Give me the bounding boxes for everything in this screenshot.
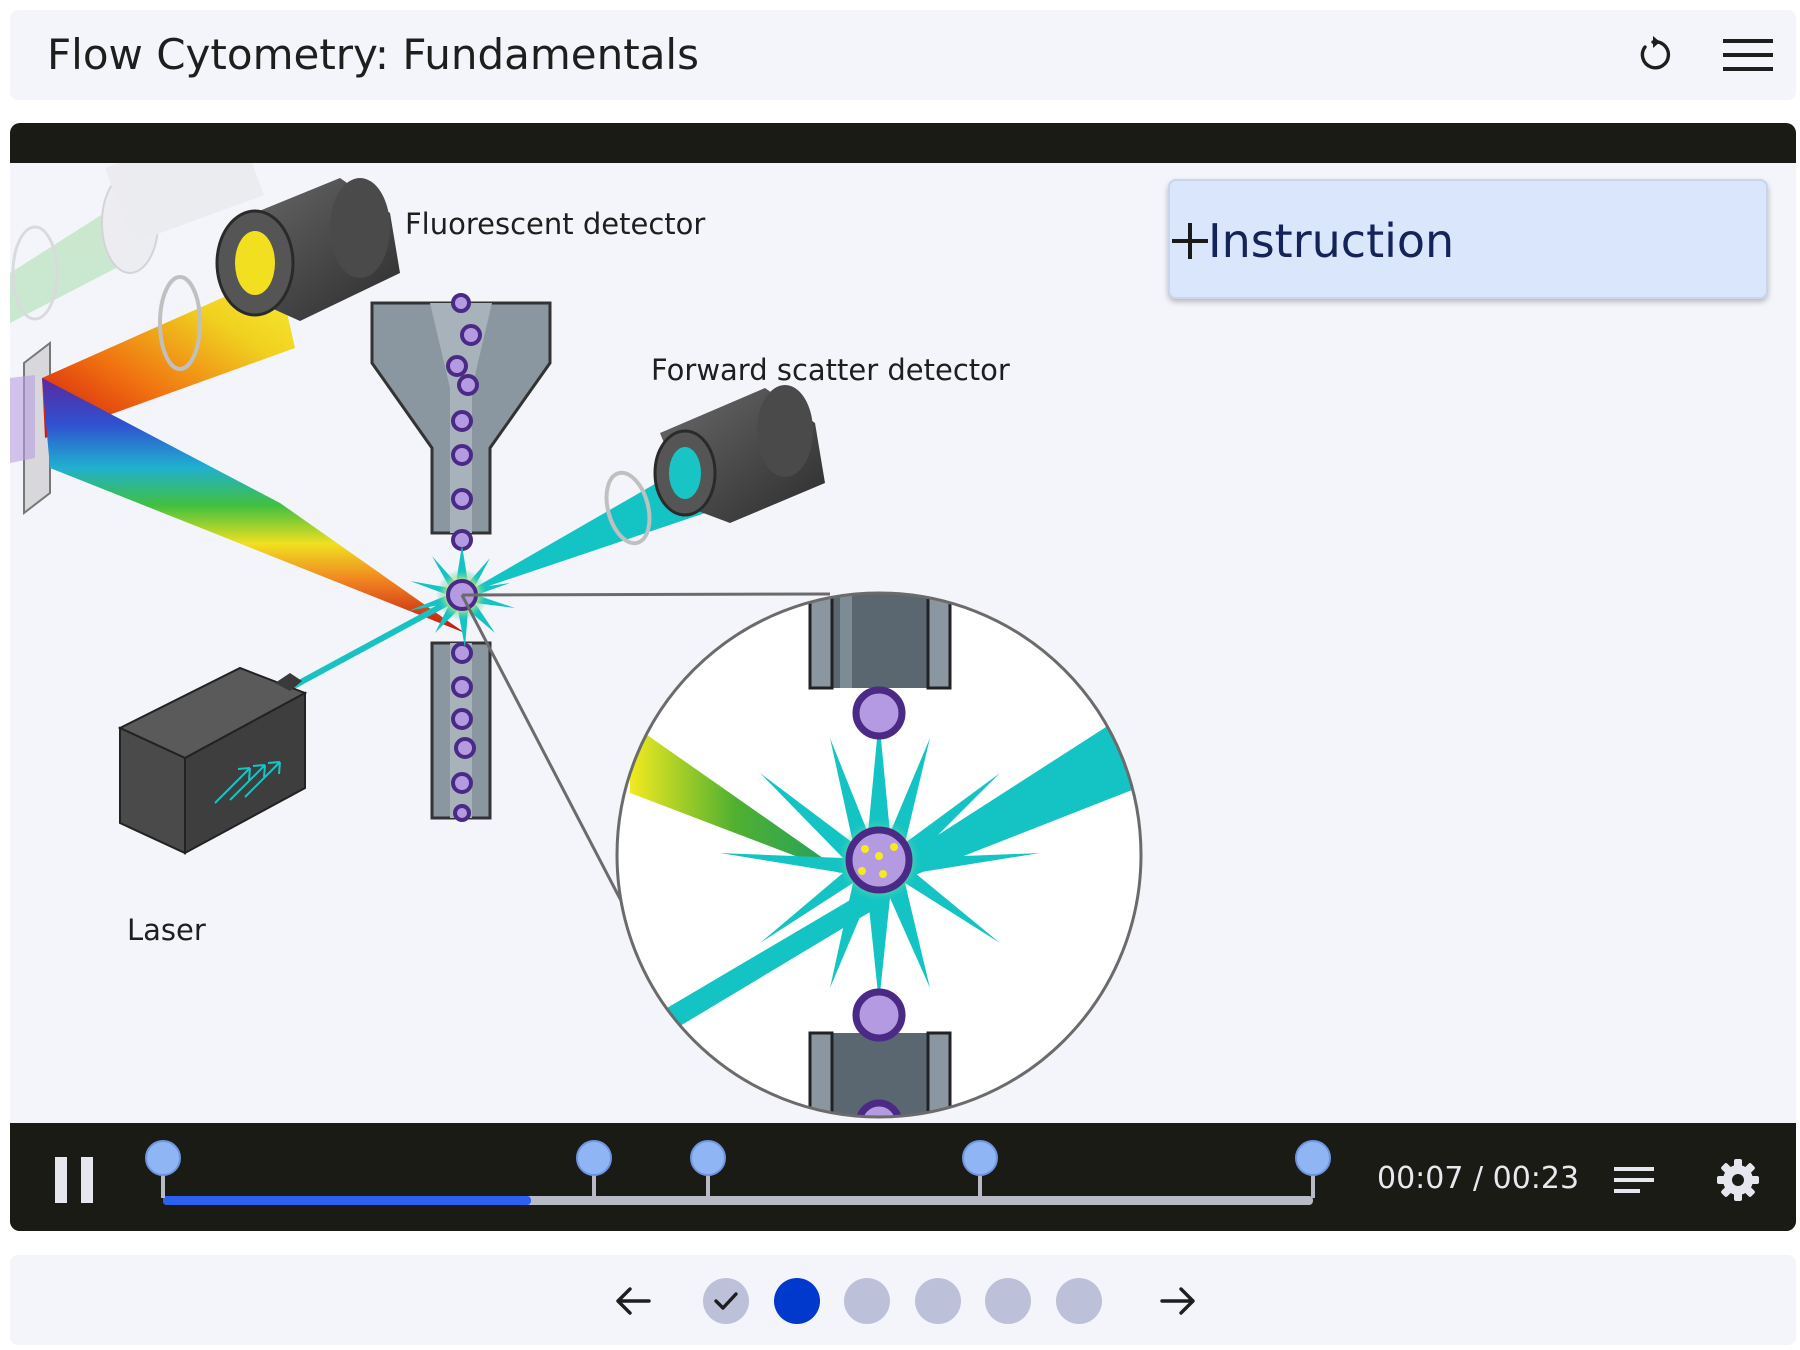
marker-stem: [1311, 1174, 1315, 1198]
laser-beam: [288, 592, 464, 691]
marker-stem: [161, 1174, 165, 1198]
marker-dot: [576, 1140, 613, 1176]
page-dot-5[interactable]: [985, 1278, 1031, 1324]
video-player: Fluorescent detector Forward scatter det…: [10, 123, 1796, 1231]
previous-button[interactable]: [610, 1278, 656, 1324]
page-dot-4[interactable]: [914, 1278, 961, 1324]
gear-icon: [1717, 1159, 1759, 1201]
animation-stage: Fluorescent detector Forward scatter det…: [10, 163, 1796, 1123]
marker-dot: [961, 1140, 998, 1176]
page-title: Flow Cytometry: Fundamentals: [47, 30, 699, 79]
chapter-marker[interactable]: [1295, 1140, 1331, 1198]
fluorescent-beam: [42, 273, 295, 438]
flow-cytometry-illustration: [10, 163, 1143, 1119]
instruction-panel-toggle[interactable]: Instruction: [1168, 179, 1768, 299]
page-dot-6[interactable]: [1055, 1278, 1102, 1324]
chapter-marker[interactable]: [576, 1140, 613, 1198]
instruction-label: Instruction: [1208, 214, 1455, 268]
page-dot-2[interactable]: [773, 1278, 820, 1324]
marker-dot: [690, 1140, 727, 1176]
lens: [158, 275, 202, 371]
pause-icon: [55, 1157, 93, 1203]
forward-scatter-beam: [462, 458, 720, 595]
progress-fill: [163, 1196, 531, 1205]
arrow-left-icon: [616, 1287, 651, 1315]
chapter-marker[interactable]: [690, 1140, 727, 1198]
fluorescent-detector: [215, 178, 400, 321]
chapter-marker[interactable]: [145, 1140, 181, 1198]
marker-stem: [592, 1174, 597, 1198]
laser-device: [117, 666, 308, 855]
forward-scatter-detector: [653, 385, 825, 523]
player-controls: 00:07 / 00:23: [10, 1126, 1796, 1231]
secondary-detector: [10, 163, 264, 323]
transcript-button[interactable]: [1610, 1156, 1658, 1204]
laser-label: Laser: [127, 913, 206, 947]
marker-stem: [977, 1174, 982, 1198]
page-navigation: [10, 1255, 1796, 1345]
zoom-inset: [615, 591, 1143, 1119]
pause-button[interactable]: [48, 1154, 100, 1206]
forward-scatter-detector-label: Forward scatter detector: [651, 353, 1010, 387]
restart-button[interactable]: [1628, 30, 1678, 80]
menu-button[interactable]: [1718, 30, 1778, 80]
time-display: 00:07 / 00:23: [1377, 1161, 1580, 1196]
header-bar: Flow Cytometry: Fundamentals: [10, 10, 1796, 100]
settings-button[interactable]: [1712, 1154, 1764, 1206]
transcript-icon: [1614, 1167, 1654, 1193]
marker-dot: [1295, 1140, 1331, 1176]
chapter-marker[interactable]: [961, 1140, 998, 1198]
plus-icon: [1172, 223, 1208, 259]
marker-stem: [706, 1174, 711, 1198]
rainbow-beam: [42, 378, 465, 633]
restart-icon: [1640, 36, 1671, 70]
page-dot-1[interactable]: [703, 1278, 749, 1324]
arrow-right-icon: [1160, 1287, 1195, 1315]
next-button[interactable]: [1155, 1278, 1201, 1324]
marker-dot: [145, 1140, 181, 1176]
progress-track[interactable]: [163, 1196, 1313, 1205]
check-icon: [714, 1292, 738, 1310]
fluorescent-detector-label: Fluorescent detector: [405, 207, 706, 241]
page-dot-3[interactable]: [844, 1278, 890, 1324]
menu-icon: [1723, 39, 1773, 71]
cells-stream: [446, 293, 482, 822]
